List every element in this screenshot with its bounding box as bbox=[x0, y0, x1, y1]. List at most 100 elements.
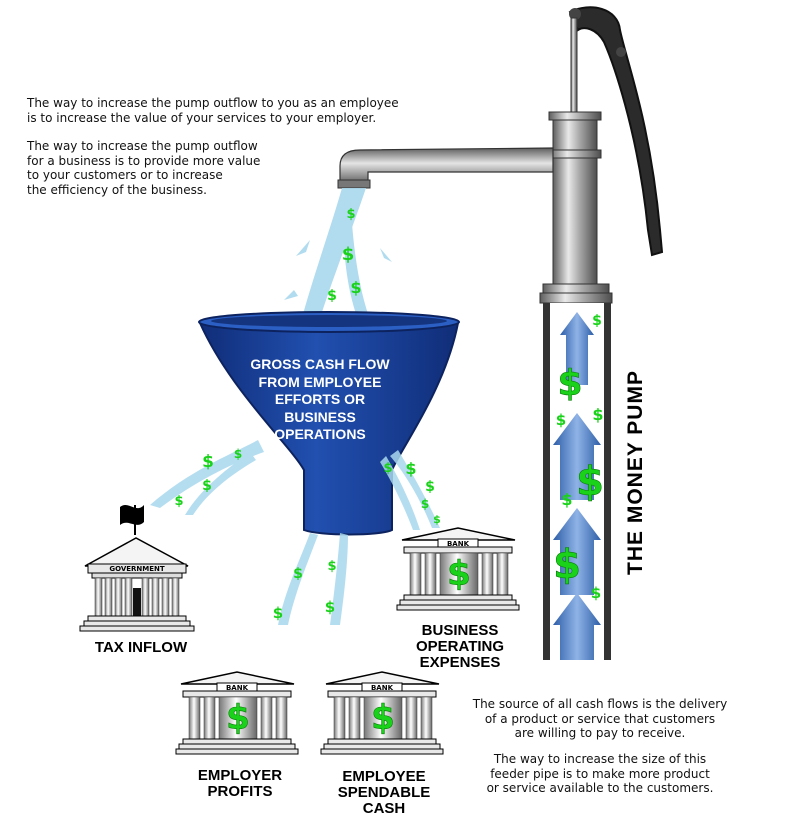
flow-arrow bbox=[560, 312, 594, 385]
dollar-sign: $ bbox=[346, 207, 355, 222]
pump-handle bbox=[568, 6, 664, 257]
outflow-dollars: $ $ $ $ $ $ $ $ $ $ $ $ $ bbox=[174, 447, 440, 622]
step bbox=[175, 748, 299, 755]
water-stream-right bbox=[380, 456, 420, 530]
money-pump-label: THE MONEY PUMP bbox=[624, 370, 647, 575]
bank-building-business: BANK $ bbox=[396, 527, 520, 611]
water-stream-left bbox=[150, 440, 264, 508]
pump-rod bbox=[570, 17, 578, 119]
bank-building-employer: BANK $ bbox=[175, 671, 299, 755]
step bbox=[182, 738, 292, 745]
vault-panel bbox=[363, 696, 403, 740]
pump-collar bbox=[548, 149, 602, 159]
cash-stream-spout bbox=[284, 188, 392, 325]
step bbox=[178, 743, 296, 750]
column bbox=[333, 696, 346, 740]
column bbox=[203, 696, 216, 740]
step bbox=[403, 594, 513, 601]
column bbox=[151, 577, 160, 617]
step bbox=[83, 620, 191, 627]
step bbox=[399, 599, 517, 606]
feeder-text: The way to increase the size of this fee… bbox=[486, 752, 714, 795]
dollar-sign: $ bbox=[371, 698, 395, 738]
vault-panel bbox=[218, 696, 258, 740]
cash-funnel bbox=[198, 311, 460, 536]
dollar-sign: $ bbox=[425, 479, 435, 495]
step bbox=[396, 604, 520, 611]
step bbox=[87, 615, 187, 622]
dollar-sign: $ bbox=[202, 478, 212, 494]
employer-profits-label: EMPLOYER PROFITS bbox=[197, 767, 283, 800]
step bbox=[79, 625, 195, 632]
dollar-sign: $ bbox=[293, 566, 303, 582]
intro-text-business: The way to increase the pump outflow for… bbox=[27, 139, 261, 197]
dollar-sign: $ bbox=[202, 452, 214, 472]
column bbox=[171, 577, 180, 617]
water-stream bbox=[343, 190, 372, 325]
column bbox=[424, 552, 437, 596]
water-stream-left bbox=[185, 452, 256, 515]
column bbox=[260, 696, 273, 740]
bank-sign: BANK bbox=[447, 540, 470, 548]
dollar-sign: $ bbox=[226, 698, 250, 738]
column bbox=[188, 696, 201, 740]
pump-base-ring bbox=[539, 292, 613, 304]
column bbox=[141, 577, 150, 617]
column bbox=[275, 696, 288, 740]
dollar-sign: $ bbox=[327, 288, 337, 304]
vault-panel bbox=[439, 552, 479, 596]
column bbox=[481, 552, 494, 596]
source-text: The source of all cash flows is the deli… bbox=[472, 697, 728, 740]
pump-handle-pivot bbox=[569, 8, 581, 20]
column bbox=[114, 577, 123, 617]
roof bbox=[84, 537, 189, 567]
columns bbox=[94, 577, 180, 617]
dollar-sign: $ bbox=[592, 313, 602, 329]
dollar-sign: $ bbox=[350, 278, 361, 297]
column bbox=[161, 577, 170, 617]
pipe-dollars: $ $ $ $ $ $ $ $ bbox=[553, 313, 604, 602]
pump-body bbox=[552, 119, 598, 291]
entablature bbox=[403, 546, 513, 554]
cash-stream-outflows bbox=[150, 440, 440, 625]
dollar-sign: $ bbox=[383, 461, 392, 476]
step bbox=[320, 748, 444, 755]
column bbox=[409, 552, 422, 596]
flow-arrow bbox=[553, 593, 601, 660]
dollar-sign: $ bbox=[273, 604, 283, 622]
column bbox=[94, 577, 103, 617]
dollar-sign: $ bbox=[557, 363, 582, 404]
employee-spendable-cash-label: EMPLOYEE SPENDABLE CASH bbox=[337, 768, 431, 817]
water-stream-right bbox=[390, 450, 440, 528]
dollar-sign: $ bbox=[553, 542, 581, 588]
pump-handle-joint bbox=[616, 47, 626, 57]
feeder-pipe-wall bbox=[604, 303, 611, 660]
column bbox=[405, 696, 418, 740]
government-sign: GOVERNMENT bbox=[109, 565, 165, 573]
funnel-label: GROSS CASH FLOW FROM EMPLOYEE EFFORTS OR… bbox=[250, 356, 390, 442]
government-building: GOVERNMENT bbox=[79, 504, 195, 632]
dollar-sign: $ bbox=[327, 559, 336, 574]
bank-sign: BANK bbox=[226, 684, 249, 692]
entablature bbox=[182, 690, 292, 698]
dollar-sign: $ bbox=[234, 447, 242, 461]
dollar-sign: $ bbox=[174, 494, 183, 509]
water-stream-down bbox=[278, 533, 318, 625]
flow-arrow bbox=[553, 413, 601, 500]
water-stream-down bbox=[330, 533, 348, 625]
pump-spout bbox=[339, 147, 554, 187]
step bbox=[323, 743, 441, 750]
dollar-sign: $ bbox=[405, 459, 416, 478]
bank-sign: BANK bbox=[371, 684, 394, 692]
step bbox=[327, 738, 437, 745]
intro-text-employee: The way to increase the pump outflow to … bbox=[27, 96, 399, 125]
dollar-sign: $ bbox=[576, 459, 604, 505]
dollar-sign: $ bbox=[433, 513, 441, 526]
tax-inflow-label: TAX INFLOW bbox=[94, 639, 188, 656]
spout-dollars: $ $ $ $ bbox=[327, 207, 361, 304]
column bbox=[124, 577, 133, 617]
column bbox=[104, 577, 113, 617]
business-operating-expenses-label: BUSINESS OPERATING EXPENSES bbox=[415, 622, 505, 671]
